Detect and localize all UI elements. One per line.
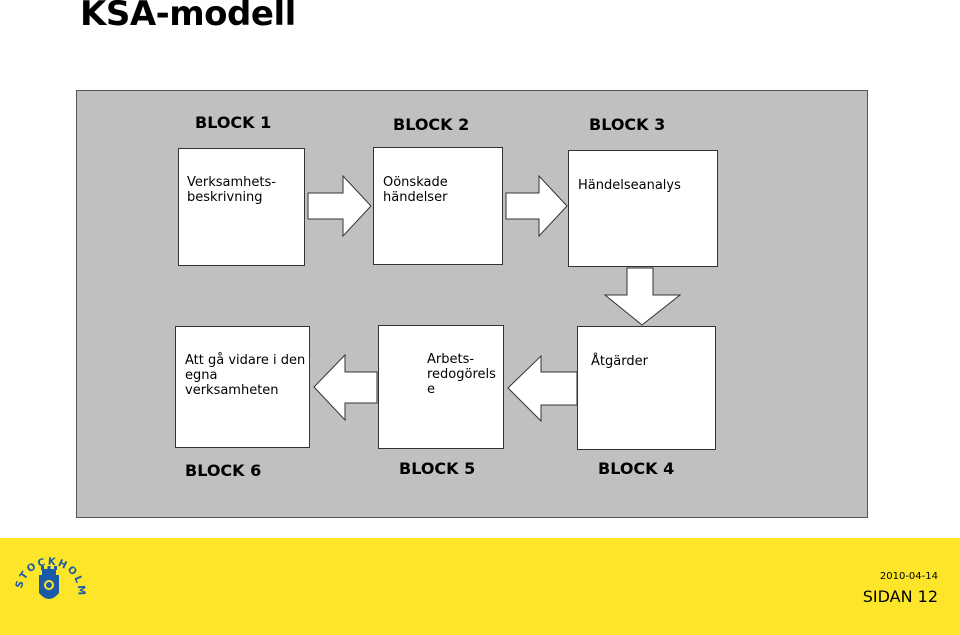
stockholms-stad-logo-icon: STOCKHOLMS STAD [6,545,85,599]
diagram-panel: BLOCK 1 BLOCK 2 BLOCK 3 Verksamhets- bes… [76,90,868,518]
block-1-box: Verksamhets- beskrivning [178,148,305,266]
block-5-box: Arbets- redogörels e [378,325,504,449]
block-6-text: Att gå vidare i den egna verksamheten [185,353,306,398]
footer-bar [0,538,960,635]
block-6-box: Att gå vidare i den egna verksamheten [175,326,310,448]
block-2-label: BLOCK 2 [393,115,470,134]
block-3-box: Händelseanalys [568,150,718,267]
arrow-down-icon [603,267,682,326]
block-4-box: Åtgärder [577,326,716,450]
block-3-label: BLOCK 3 [589,115,666,134]
arrow-left-2-icon [507,354,578,423]
block-5-label: BLOCK 5 [399,459,476,478]
block-1-text: Verksamhets- beskrivning [187,175,276,205]
block-5-text: Arbets- redogörels e [427,352,496,397]
footer-date: 2010-04-14 [879,571,938,582]
block-1-label: BLOCK 1 [195,113,272,132]
block-2-text: Oönskade händelser [383,175,448,205]
block-4-text: Åtgärder [591,354,648,369]
arrow-left-1-icon [313,353,378,422]
block-4-label: BLOCK 4 [598,459,675,478]
arrow-right-2-icon [505,174,568,238]
block-6-label: BLOCK 6 [185,461,262,480]
block-2-box: Oönskade händelser [373,147,503,265]
block-3-text: Händelseanalys [578,178,681,193]
arrow-right-1-icon [307,174,372,238]
page-number: SIDAN 12 [862,587,938,606]
page-title: KSA-modell [80,0,296,34]
